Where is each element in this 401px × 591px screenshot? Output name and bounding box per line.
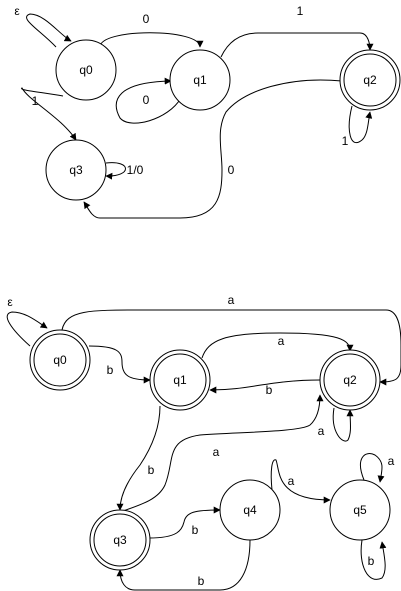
bottom-label-q0-q2: a bbox=[228, 293, 235, 307]
bottom-start-label: ε bbox=[7, 295, 13, 309]
top-edge-q3-loop bbox=[105, 162, 126, 180]
bottom-label-q0-q1: b bbox=[107, 363, 114, 377]
top-label-q3-loop: 1/0 bbox=[127, 163, 144, 177]
top-label-q0-q3: 1 bbox=[32, 94, 39, 108]
bottom-edge-q4-q5 bbox=[270, 459, 331, 504]
bottom-label-q2-q1: b bbox=[266, 383, 273, 397]
top-label-q2-q3: 0 bbox=[228, 163, 235, 177]
bottom-edge-q3-q2 bbox=[119, 394, 324, 513]
bottom-label-q5-loop-bottom: b bbox=[368, 554, 375, 568]
bottom-state-q1: q1 bbox=[149, 349, 211, 411]
bottom-edge-q4-q3 bbox=[116, 539, 251, 591]
top-diagram: ε 0 1 0 1 1/0 1 0 q0 q1 q2 q3 bbox=[14, 4, 401, 219]
top-start-edge bbox=[26, 13, 72, 48]
bottom-state-q5-label: q5 bbox=[353, 503, 367, 517]
bottom-state-q2-label: q2 bbox=[343, 373, 357, 387]
top-label-q0-q1: 0 bbox=[143, 12, 150, 26]
top-state-q0: q0 bbox=[55, 39, 117, 101]
bottom-edge-q2-q1 bbox=[209, 379, 321, 394]
top-edge-q1-q2 bbox=[220, 32, 374, 58]
bottom-state-q2: q2 bbox=[319, 349, 381, 411]
top-start-label: ε bbox=[14, 4, 20, 18]
bottom-label-q2-loop: a bbox=[318, 424, 325, 438]
top-edge-q0-q3 bbox=[21, 87, 77, 141]
bottom-state-q3: q3 bbox=[89, 509, 151, 571]
bottom-edge-q2-loop bbox=[332, 407, 354, 442]
top-label-q1-q2: 1 bbox=[297, 4, 304, 18]
bottom-label-q4-q5: a bbox=[288, 474, 295, 488]
top-edge-q0-q1 bbox=[99, 32, 204, 48]
top-state-q1: q1 bbox=[169, 49, 231, 111]
bottom-edge-q1-q2 bbox=[201, 332, 354, 359]
bottom-state-q3-label: q3 bbox=[113, 533, 127, 547]
bottom-diagram: ε a b a b a b a b b a a b q0 q1 q2 bbox=[6, 293, 401, 591]
top-edge-q2-loop bbox=[348, 105, 373, 143]
bottom-state-q5: q5 bbox=[329, 479, 391, 541]
bottom-state-q4-label: q4 bbox=[243, 503, 257, 517]
top-state-q2-label: q2 bbox=[363, 73, 377, 87]
bottom-label-q1-q3: b bbox=[148, 463, 155, 477]
top-state-q0-label: q0 bbox=[79, 63, 93, 77]
bottom-label-q3-q2: a bbox=[213, 445, 220, 459]
top-state-q3: q3 bbox=[45, 139, 107, 201]
top-state-q3-label: q3 bbox=[69, 163, 83, 177]
bottom-label-q1-q2: a bbox=[278, 334, 285, 348]
bottom-label-q3-q4: b bbox=[192, 523, 199, 537]
bottom-start-edge bbox=[6, 311, 48, 347]
top-label-q1-loop: 0 bbox=[143, 93, 150, 107]
bottom-state-q0-label: q0 bbox=[53, 353, 67, 367]
top-edge-q1-loop bbox=[115, 77, 182, 124]
bottom-state-q1-label: q1 bbox=[173, 373, 187, 387]
bottom-edge-q0-q1 bbox=[88, 345, 151, 384]
top-edge-q2-q3 bbox=[83, 79, 343, 219]
bottom-edge-q0-q2 bbox=[61, 309, 401, 386]
bottom-label-q4-q3: b bbox=[198, 574, 205, 588]
top-state-q1-label: q1 bbox=[193, 73, 207, 87]
bottom-edge-q3-q4 bbox=[148, 506, 221, 539]
bottom-edge-q5-loop-bottom bbox=[360, 539, 387, 580]
bottom-state-q4: q4 bbox=[219, 479, 281, 541]
bottom-edge-q5-loop-top bbox=[360, 453, 385, 483]
bottom-edge-q1-q3 bbox=[116, 405, 161, 511]
bottom-label-q5-loop-top: a bbox=[388, 454, 395, 468]
top-state-q2: q2 bbox=[339, 49, 401, 111]
top-label-q2-loop: 1 bbox=[342, 134, 349, 148]
bottom-state-q0: q0 bbox=[29, 329, 91, 391]
